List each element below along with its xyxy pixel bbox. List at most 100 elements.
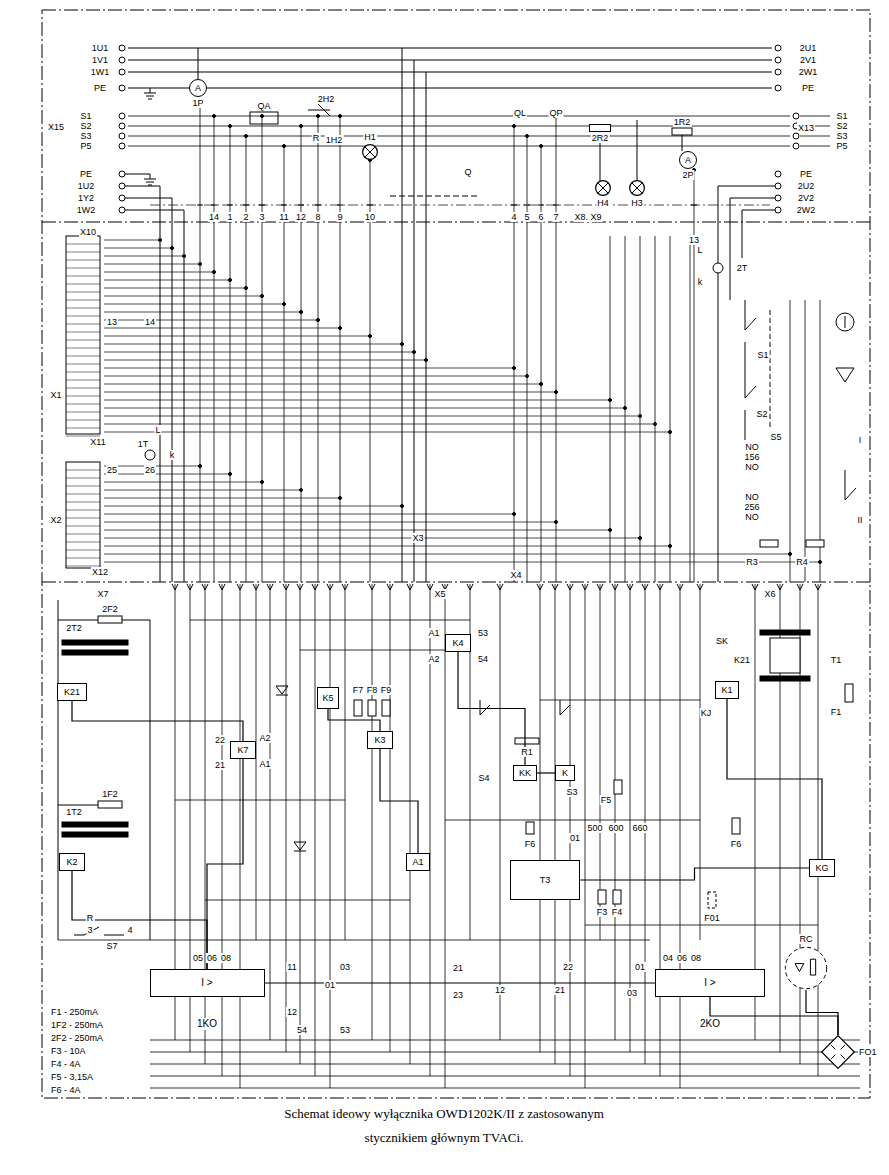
relay-coil-box: T3 bbox=[510, 860, 580, 900]
callout-label: F7 bbox=[352, 685, 365, 695]
lamp-cross bbox=[365, 147, 375, 157]
ground-symbol bbox=[150, 174, 151, 179]
terminal-mark bbox=[66, 494, 100, 495]
node-outline bbox=[595, 180, 611, 196]
callout-label: 2U2 bbox=[797, 181, 816, 191]
control-wire bbox=[128, 146, 790, 147]
control-wire bbox=[104, 392, 556, 393]
busbar bbox=[128, 48, 772, 49]
junction-dot bbox=[526, 135, 529, 138]
callout-label: P5 bbox=[79, 141, 92, 151]
callout-label: 1 bbox=[226, 212, 233, 222]
wire bbox=[308, 110, 330, 111]
control-wire bbox=[240, 584, 241, 1088]
callout-label: NO bbox=[744, 492, 760, 502]
terminal-mark bbox=[66, 244, 100, 245]
junction-dot bbox=[183, 255, 186, 258]
wire bbox=[585, 925, 818, 926]
plug-terminal bbox=[467, 584, 473, 590]
plug-terminal bbox=[342, 584, 348, 590]
node-label: 2R2 bbox=[591, 133, 610, 143]
bus-wire bbox=[150, 1064, 860, 1065]
terminal-mark bbox=[66, 268, 100, 269]
node-label: K5 bbox=[322, 693, 333, 703]
callout-label: k bbox=[169, 450, 176, 460]
control-wire bbox=[128, 136, 790, 137]
callout-label: 4 bbox=[126, 925, 133, 935]
wire-connector bbox=[710, 997, 838, 1035]
terminal bbox=[119, 69, 125, 75]
terminal-mark bbox=[66, 324, 100, 325]
lamp-cross bbox=[365, 147, 375, 157]
plug-terminal bbox=[387, 584, 393, 590]
callout-label: F5 bbox=[600, 795, 613, 805]
terminal bbox=[775, 183, 781, 189]
callout-label: S3 bbox=[565, 787, 578, 797]
callout-label: F5 - 3,15A bbox=[50, 1072, 94, 1082]
callout-label: 05 bbox=[192, 953, 204, 963]
control-wire bbox=[370, 160, 371, 582]
control-wire bbox=[340, 116, 341, 582]
control-wire bbox=[805, 300, 806, 582]
callout-label: F8 bbox=[366, 685, 379, 695]
relay-coil-box: K1 bbox=[715, 681, 739, 699]
control-wire bbox=[104, 498, 340, 499]
callout-label: 1H2 bbox=[325, 135, 344, 145]
terminal bbox=[775, 45, 781, 51]
relay-coil-box: K4 bbox=[445, 634, 471, 652]
callout-label: 13 bbox=[106, 317, 118, 327]
lamp-outline bbox=[363, 145, 378, 160]
terminal bbox=[119, 171, 125, 177]
figure-caption: Schemat ideowy wyłącznika OWD1202K/II z … bbox=[254, 1102, 634, 1150]
relay-coil-box: K5 bbox=[317, 687, 339, 709]
fuse-symbol bbox=[598, 890, 606, 904]
relay-coil-box: K7 bbox=[230, 741, 256, 759]
callout-label: PE bbox=[79, 169, 93, 179]
terminal-mark bbox=[66, 276, 100, 277]
junction-dot bbox=[339, 115, 342, 118]
control-wire bbox=[104, 546, 670, 547]
plug-terminal bbox=[797, 584, 803, 590]
fuse-symbol bbox=[614, 780, 622, 794]
resistor-symbol bbox=[760, 540, 778, 547]
callout-label: R1 bbox=[520, 747, 534, 757]
node-label: 2KO bbox=[699, 1018, 721, 1030]
switch-symbol bbox=[845, 470, 846, 500]
terminal-mark bbox=[66, 470, 100, 471]
control-wire bbox=[318, 116, 319, 582]
plug-terminal bbox=[597, 584, 603, 590]
control-wire bbox=[500, 584, 501, 1040]
wire bbox=[125, 174, 150, 175]
junction-dot bbox=[540, 145, 543, 148]
callout-label: R3 bbox=[745, 557, 759, 567]
control-wire bbox=[570, 584, 571, 1076]
node-label: KK bbox=[519, 768, 531, 778]
callout-label: 53 bbox=[339, 1025, 351, 1035]
junction-dot bbox=[283, 303, 286, 306]
callout-label: 22 bbox=[214, 735, 226, 745]
callout-label: F6 bbox=[730, 839, 743, 849]
callout-label: S1 bbox=[79, 111, 92, 121]
junction-dot bbox=[513, 513, 516, 516]
junction-dot bbox=[413, 351, 416, 354]
callout-label: F3 bbox=[596, 907, 609, 917]
ground-symbol bbox=[146, 96, 154, 97]
callout-label: 14 bbox=[208, 212, 220, 222]
plug-terminal bbox=[283, 584, 289, 590]
control-wire bbox=[615, 584, 616, 1040]
terminal-mark bbox=[66, 308, 100, 309]
terminal bbox=[793, 133, 799, 139]
callout-label: F3 - 10A bbox=[50, 1046, 87, 1056]
wire bbox=[445, 820, 700, 821]
diode-symbol bbox=[276, 695, 288, 696]
junction-dot bbox=[669, 545, 672, 548]
terminal-mark bbox=[66, 284, 100, 285]
control-wire bbox=[230, 126, 231, 582]
node-label: K bbox=[562, 768, 568, 778]
plug-terminal bbox=[297, 584, 303, 590]
control-wire bbox=[104, 312, 301, 313]
wire-connector bbox=[537, 772, 555, 773]
callout-label: 3 bbox=[86, 925, 93, 935]
node-label: A bbox=[685, 155, 691, 165]
